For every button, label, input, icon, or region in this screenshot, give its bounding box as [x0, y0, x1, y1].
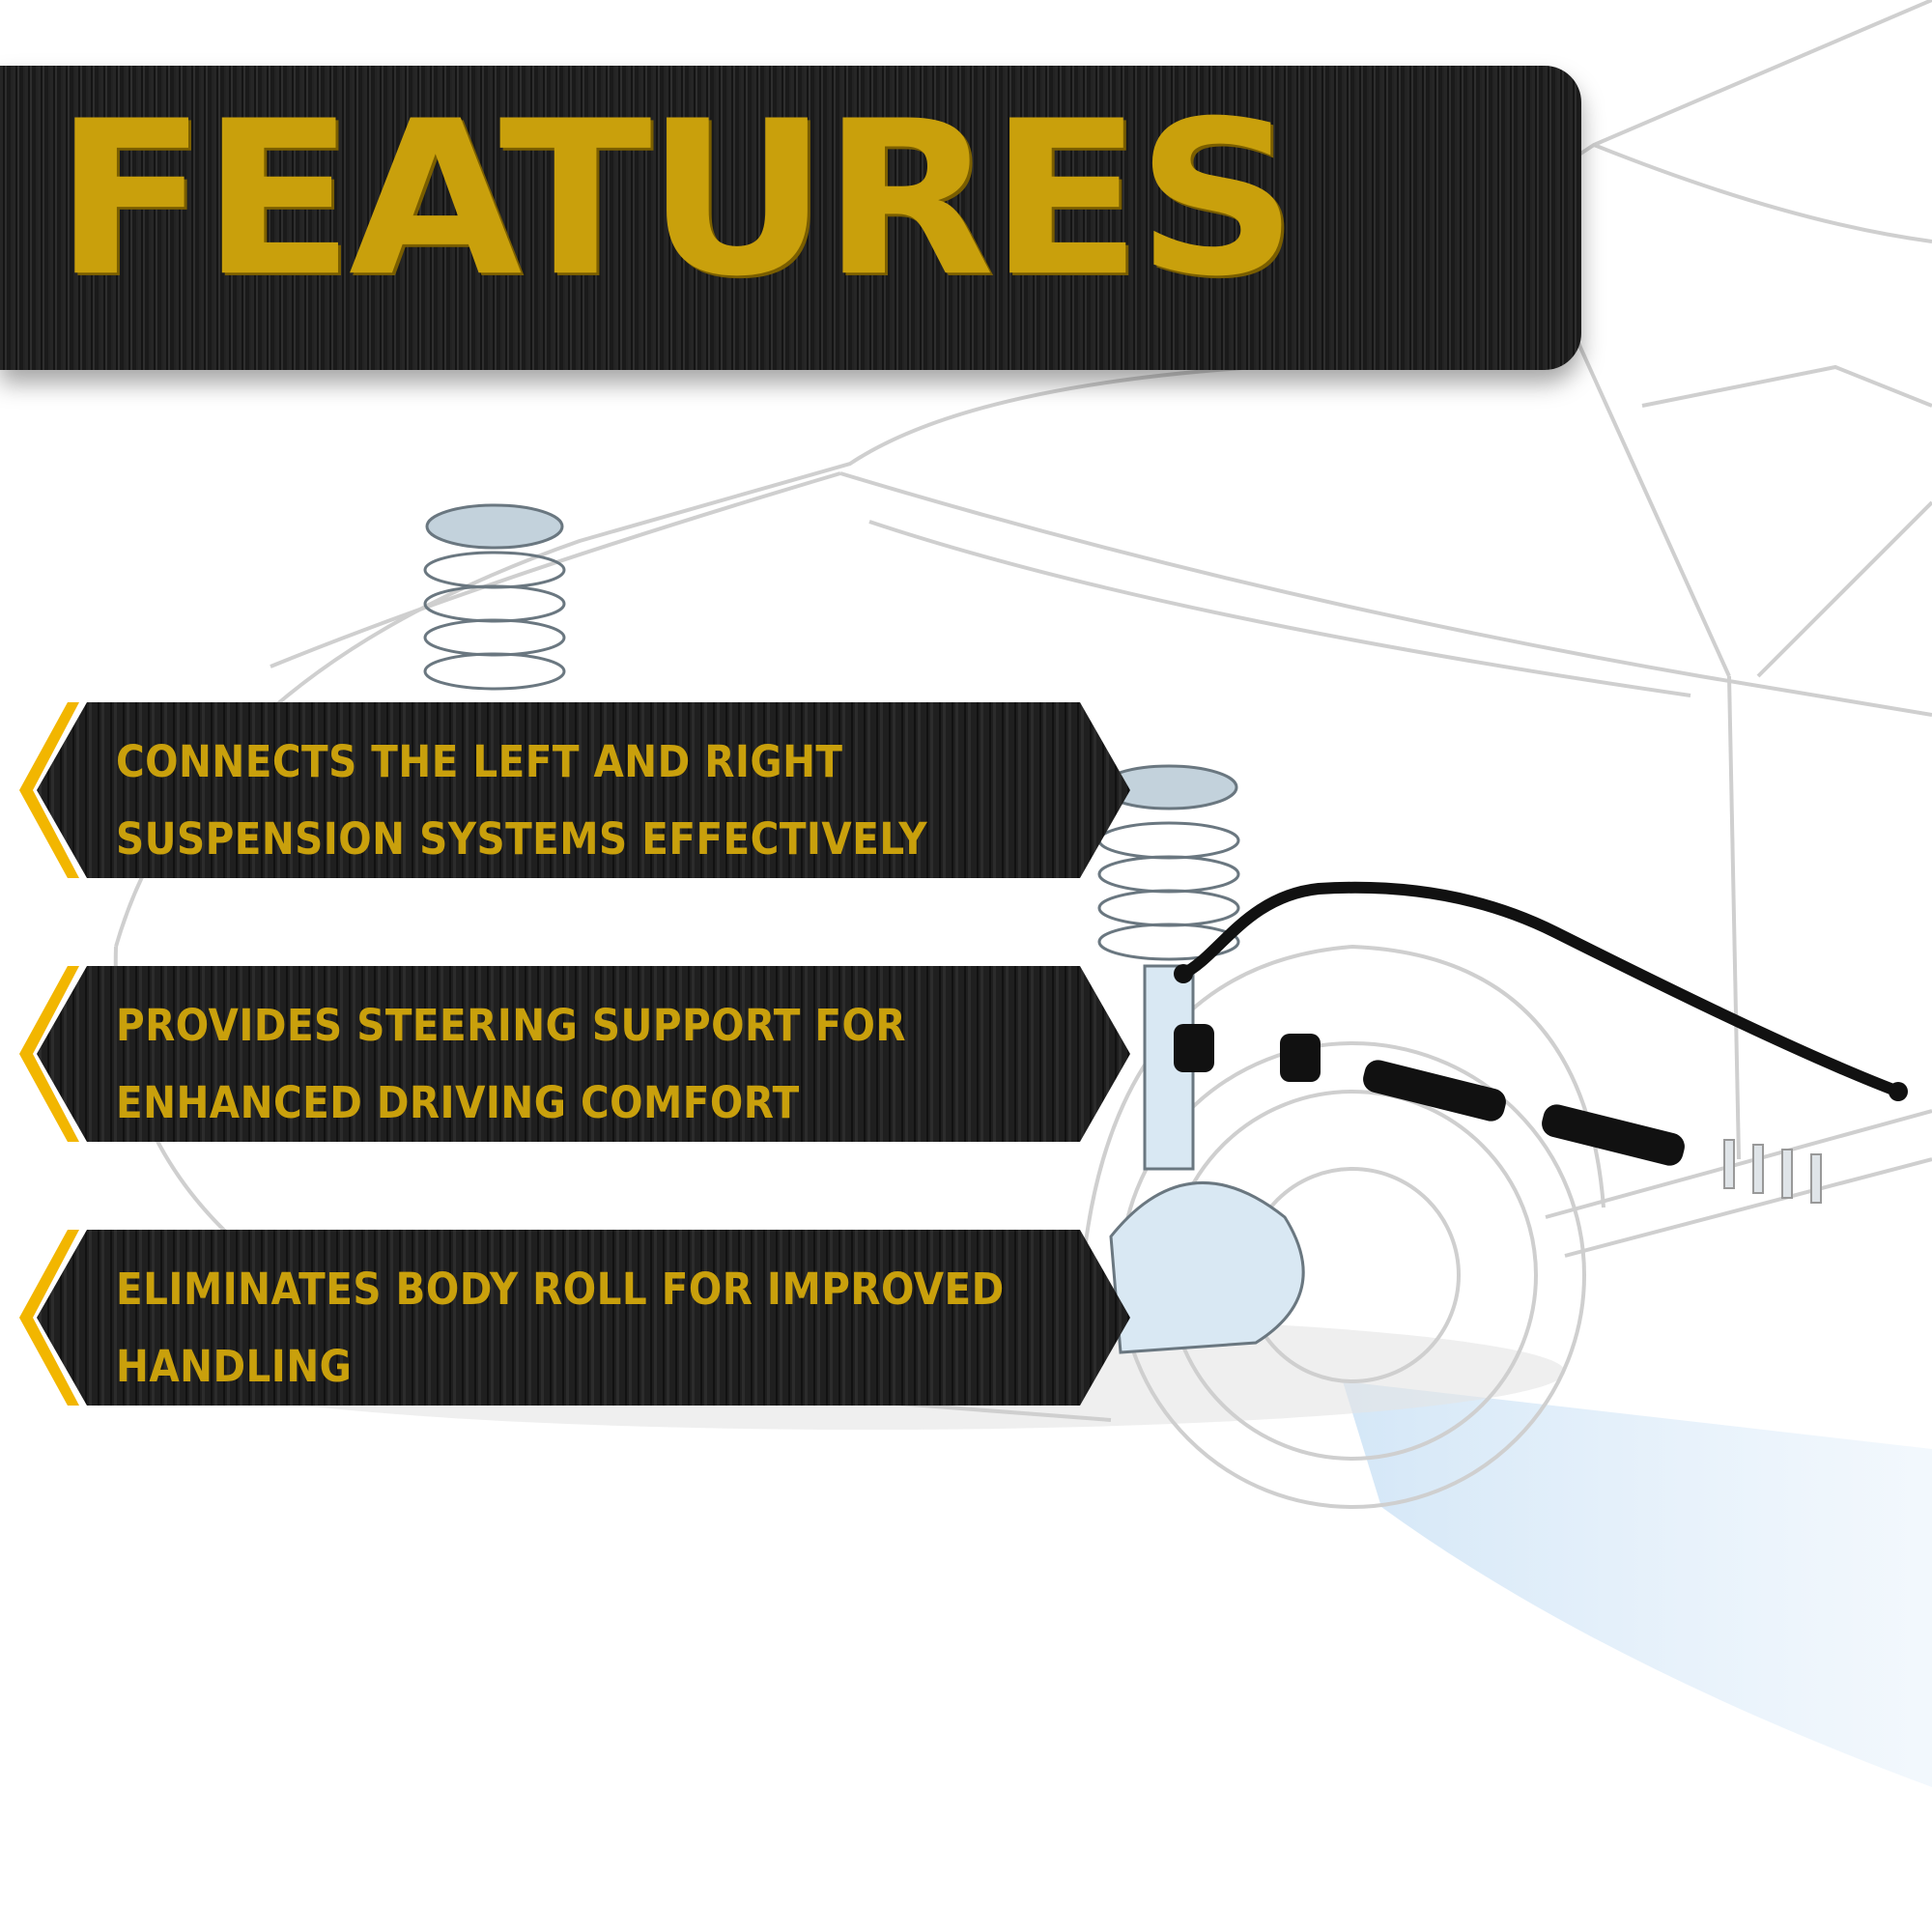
feature-text-line: CONNECTS THE LEFT AND RIGHT: [116, 736, 843, 787]
banner-chevron-shape: [19, 1230, 1130, 1406]
feature-banner-3: ELIMINATES BODY ROLL FOR IMPROVED HANDLI…: [19, 1230, 1130, 1406]
feature-banner-2: PROVIDES STEERING SUPPORT FOR ENHANCED D…: [19, 966, 1130, 1142]
feature-text-line: ELIMINATES BODY ROLL FOR IMPROVED: [116, 1264, 1005, 1315]
feature-banner-1: CONNECTS THE LEFT AND RIGHT SUSPENSION S…: [19, 702, 1130, 878]
banner-chevron-shape: [19, 966, 1130, 1142]
features-header-banner: [0, 66, 1581, 370]
sway-bar-kit: [1174, 881, 1908, 1204]
banner-chevron-shape: [19, 702, 1130, 878]
front-spring-left: [423, 503, 566, 691]
feature-text-line: SUSPENSION SYSTEMS EFFECTIVELY: [116, 813, 928, 865]
feature-text-line: HANDLING: [116, 1341, 353, 1392]
feature-text-line: PROVIDES STEERING SUPPORT FOR: [116, 1000, 907, 1051]
page-title: FEATURES: [54, 74, 1297, 324]
feature-text-line: ENHANCED DRIVING COMFORT: [116, 1077, 800, 1128]
light-beam: [1343, 1381, 1932, 1787]
